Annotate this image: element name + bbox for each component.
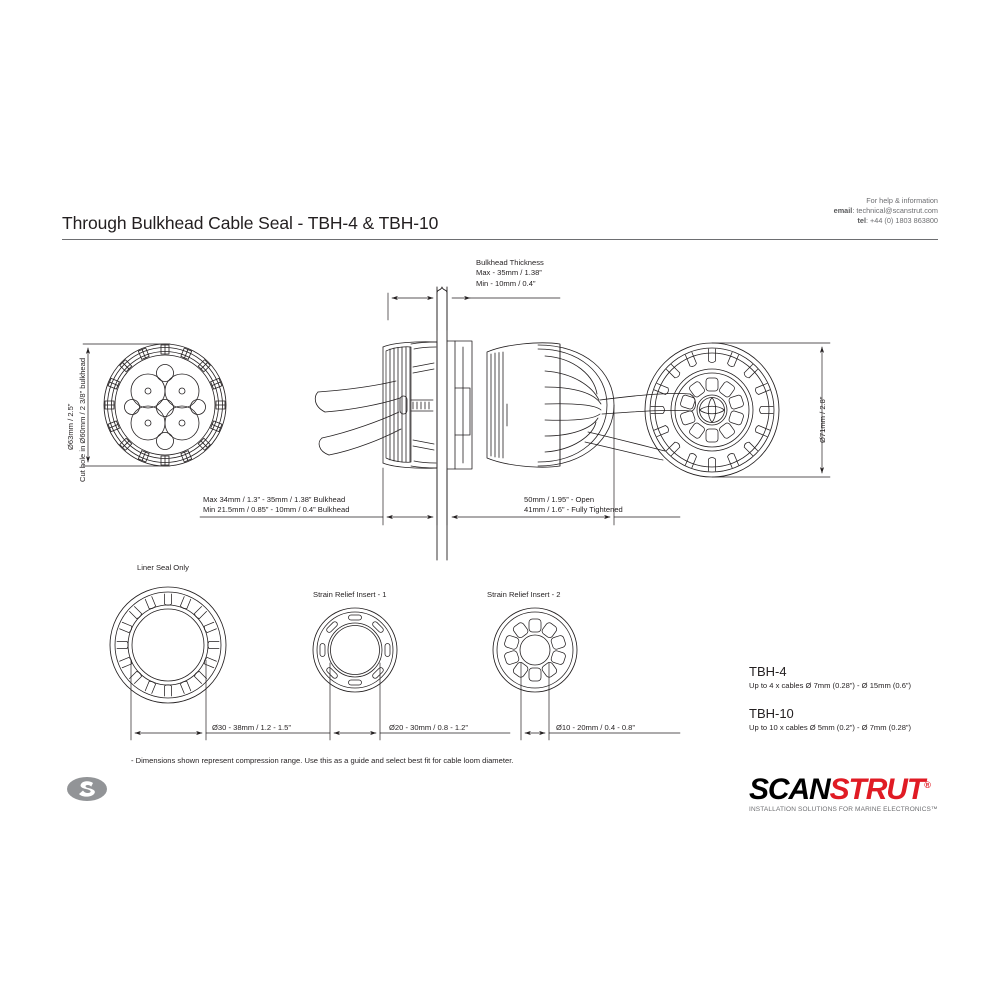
- dimension-strain-relief-1: [329, 662, 511, 741]
- annotation-cut-hole: Cut hole in Ø60mm / 2 3/8” bulkhead: [78, 357, 87, 482]
- dimension-text-strain-relief-1: Ø20 - 30mm / 0.8 - 1.2”: [389, 723, 468, 732]
- bulkhead-collar: [446, 340, 473, 470]
- spec-tbh-4: TBH-4 Up to 4 x cables Ø 7mm (0.28”) - Ø…: [749, 664, 911, 690]
- spec-tbh-4-description: Up to 4 x cables Ø 7mm (0.28”) - Ø 15mm …: [749, 681, 912, 690]
- brand-strut-text: STRUT: [829, 773, 926, 806]
- title-divider: [62, 239, 938, 240]
- brand-logo: SCANSTRUT® INSTALLATION SOLUTIONS FOR MA…: [749, 770, 949, 814]
- annotation-rear-diameter: Ø71mm / 2.8”: [818, 396, 827, 443]
- cable-left-upper: [314, 380, 401, 413]
- body-length-max: Max 34mm / 1.3” - 35mm / 1.38” Bulkhead: [203, 495, 346, 504]
- cap-length-open: 50mm / 1.95” - Open: [524, 495, 595, 504]
- bulkhead-thickness-title: Bulkhead Thickness: [476, 258, 544, 267]
- front-view-left: [103, 343, 227, 467]
- footnote: - Dimensions shown represent compression…: [131, 756, 514, 765]
- contact-help-line: For help & information: [866, 196, 938, 205]
- brand-tagline: INSTALLATION SOLUTIONS FOR MARINE ELECTR…: [749, 806, 938, 813]
- dimension-cap-length: [446, 404, 681, 526]
- label-liner-seal: Liner Seal Only: [137, 563, 189, 572]
- contact-email-colon: :: [852, 206, 857, 216]
- threaded-body: [382, 341, 438, 469]
- bulkhead-thickness-min: Min - 10mm / 0.4”: [476, 278, 536, 288]
- label-strain-relief-1: Strain Relief Insert - 1: [313, 590, 387, 599]
- annotation-front-diameter: Ø63mm / 2.5”: [66, 403, 75, 450]
- cap-nut: [486, 342, 615, 468]
- dimension-text-liner-seal: Ø30 - 38mm / 1.2 - 1.5”: [212, 723, 291, 732]
- dimension-text-strain-relief-2: Ø10 - 20mm / 0.4 - 0.8”: [556, 723, 635, 732]
- scanstrut-s-watermark-icon: [67, 777, 107, 801]
- annotation-body-length: Max 34mm / 1.3” - 35mm / 1.38” Bulkhead …: [203, 495, 349, 516]
- contact-email-line: email: technical@scanstrut.com: [834, 206, 938, 216]
- brand-scan-text: SCAN: [749, 773, 831, 806]
- contact-tel-line: tel: +44 (0) 1803 863800: [834, 216, 938, 226]
- label-strain-relief-2: Strain Relief Insert - 2: [487, 590, 561, 599]
- cable-left-lower: [318, 411, 402, 456]
- dimension-strain-relief-2: [520, 662, 681, 741]
- body-length-min: Min 21.5mm / 0.85” - 10mm / 0.4” Bulkhea…: [203, 505, 350, 515]
- contact-tel-label: tel: [857, 216, 866, 226]
- spec-tbh-10-name: TBH-10: [749, 706, 794, 721]
- strain-relief-1-view: [312, 607, 398, 693]
- contact-email-value: technical@scanstrut.com: [856, 206, 938, 216]
- spec-tbh-4-name: TBH-4: [749, 664, 787, 679]
- spec-tbh-10: TBH-10 Up to 10 x cables Ø 5mm (0.2”) - …: [749, 706, 911, 732]
- spec-tbh-10-description: Up to 10 x cables Ø 5mm (0.2”) - Ø 7mm (…: [749, 723, 912, 732]
- rear-view-right: [644, 342, 780, 478]
- contact-email-label: email: [833, 206, 853, 216]
- page-title: Through Bulkhead Cable Seal - TBH-4 & TB…: [62, 213, 439, 233]
- strain-relief-2-view: [492, 607, 578, 693]
- dimension-rear-diameter: [711, 342, 831, 478]
- dimension-front-diameter: [82, 343, 171, 467]
- cap-length-tightened: 41mm / 1.6” - Fully Tightened: [524, 505, 623, 515]
- contact-block: For help & information email: technical@…: [834, 196, 938, 227]
- contact-tel-value: +44 (0) 1803 863800: [870, 216, 938, 226]
- annotation-bulkhead-thickness: Bulkhead Thickness Max - 35mm / 1.38” Mi…: [476, 258, 544, 289]
- annotation-cap-length: 50mm / 1.95” - Open 41mm / 1.6” - Fully …: [524, 495, 623, 516]
- brand-registered-mark: ®: [924, 780, 931, 790]
- cable-right-lower: [584, 431, 666, 461]
- assembly-section-view: [314, 286, 696, 561]
- liner-seal-view: [109, 586, 227, 704]
- brand-wordmark: SCANSTRUT®: [749, 770, 949, 805]
- dimension-body-length: [199, 467, 438, 526]
- bulkhead-thickness-max: Max - 35mm / 1.38”: [476, 268, 542, 278]
- dimension-liner-seal: [130, 659, 331, 741]
- dimension-bulkhead-thickness: [387, 292, 561, 331]
- contact-tel-colon: :: [865, 216, 871, 226]
